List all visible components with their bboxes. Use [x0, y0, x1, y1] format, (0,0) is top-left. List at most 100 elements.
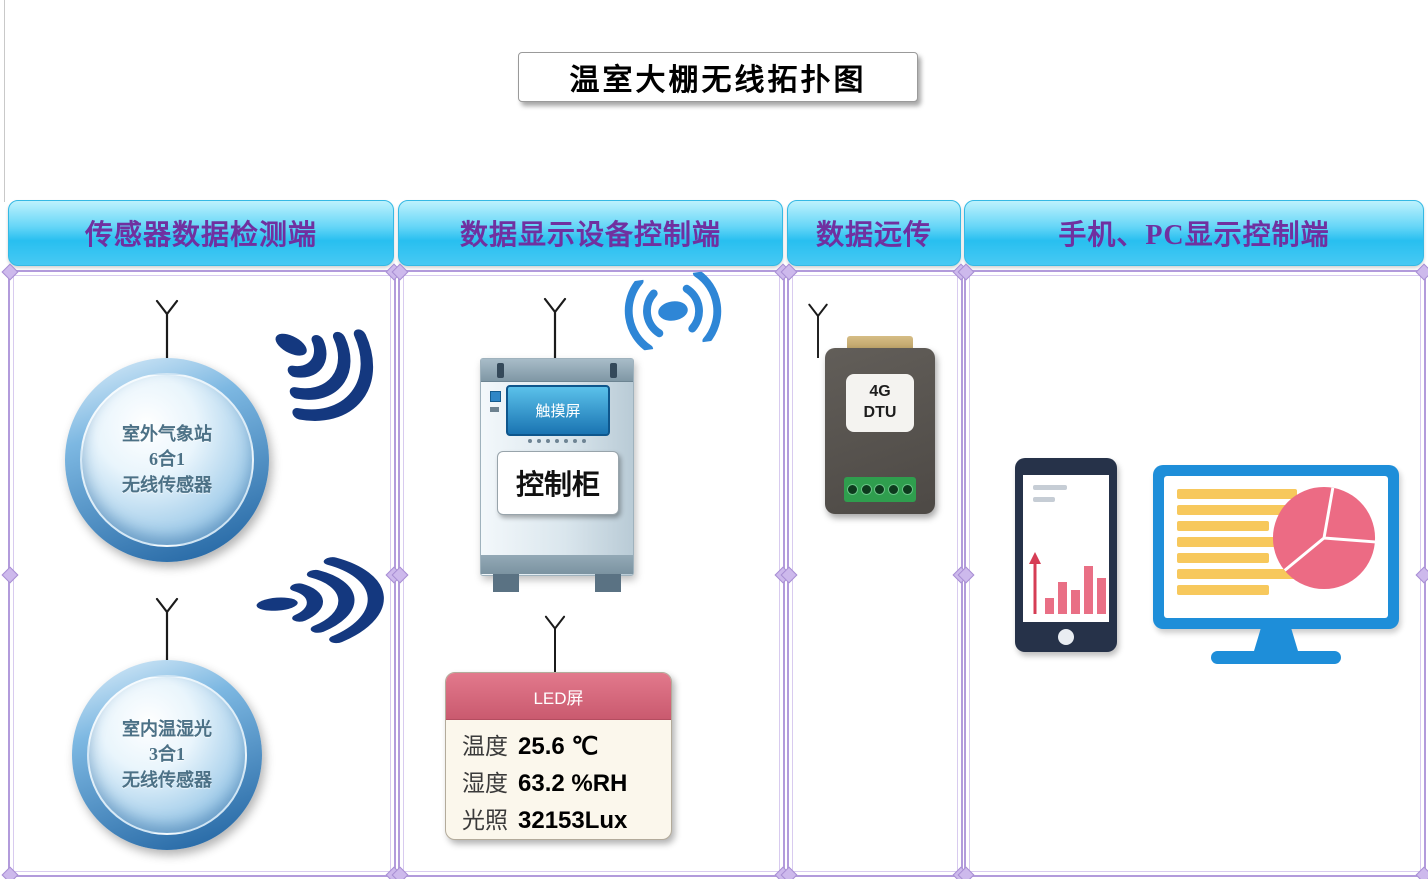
- cabinet-indicator: [490, 391, 501, 402]
- reading-value: 63.2 %RH: [518, 770, 628, 797]
- list-line: [1177, 553, 1269, 563]
- list-line: [1177, 585, 1269, 595]
- cabinet-top-strip: [481, 359, 633, 382]
- chart-bar: [1045, 598, 1054, 614]
- column-header-display: 数据显示设备控制端: [398, 200, 783, 266]
- indoor-sensor-node: 室内温湿光 3合1 无线传感器: [72, 660, 262, 850]
- terminal-pin: [888, 484, 900, 495]
- reading-label: 温度: [462, 734, 508, 759]
- terminal-pin: [846, 484, 858, 495]
- bar-chart-icon: [1045, 566, 1106, 614]
- page-edge-line: [4, 0, 5, 202]
- outdoor-weather-sensor-node: 室外气象站 6合1 无线传感器: [65, 358, 269, 562]
- sensor-line: 室外气象站: [122, 424, 212, 445]
- sensor-sphere-face: 室外气象站 6合1 无线传感器: [80, 373, 254, 547]
- vent-dot: [528, 439, 532, 443]
- column-header-sensor: 传感器数据检测端: [8, 200, 394, 266]
- touch-screen: 触摸屏: [506, 385, 610, 436]
- led-reading-row: 湿度 63.2 %RH: [462, 764, 671, 801]
- sensor-line: 3合1: [149, 744, 185, 765]
- list-line: [1177, 489, 1297, 499]
- reading-value: 25.6 ℃: [518, 733, 599, 760]
- frame-ornament-diamond: [1415, 566, 1428, 583]
- pie-chart-icon: [1272, 486, 1376, 590]
- vent-dot: [573, 439, 577, 443]
- pc-monitor: [1153, 465, 1399, 629]
- vent-dot: [564, 439, 568, 443]
- terminal-pin: [874, 484, 886, 495]
- antenna-icon: [543, 297, 567, 360]
- pc-monitor-screen: [1164, 476, 1388, 618]
- cabinet-name-plate: 控制柜: [497, 451, 619, 515]
- monitor-stand: [1254, 629, 1298, 651]
- column-header-client: 手机、PC显示控制端: [964, 200, 1424, 266]
- list-line: [1177, 505, 1297, 515]
- vent-dot: [546, 439, 550, 443]
- antenna-icon: [155, 299, 179, 362]
- led-reading-row: 光照 32153Lux: [462, 801, 671, 838]
- dtu-label-line: 4G: [869, 383, 891, 401]
- list-line: [1177, 537, 1297, 547]
- touch-screen-label: 触摸屏: [535, 404, 581, 420]
- column-header-remote: 数据远传: [787, 200, 961, 266]
- control-cabinet: 触摸屏 控制柜: [480, 358, 634, 592]
- vent-dot: [555, 439, 559, 443]
- cabinet-bottom-strip: [481, 555, 633, 574]
- reading-value: 32153Lux: [518, 807, 628, 834]
- led-panel-body: 温度 25.6 ℃ 湿度 63.2 %RH 光照 32153Lux: [446, 720, 671, 838]
- cabinet-foot: [595, 574, 621, 592]
- diagram-title: 温室大棚无线拓扑图: [569, 64, 867, 97]
- frame-ornament-diamond: [1, 866, 19, 879]
- antenna-icon: [544, 615, 566, 672]
- sensor-sphere-face: 室内温湿光 3合1 无线传感器: [87, 675, 247, 835]
- vent-dot: [537, 439, 541, 443]
- column-header-display-label: 数据显示设备控制端: [459, 220, 721, 251]
- vent-dot: [582, 439, 586, 443]
- frame-ornament-diamond: [1415, 866, 1428, 879]
- antenna-icon: [155, 597, 179, 660]
- terminal-pin: [860, 484, 872, 495]
- smartphone-screen: [1023, 475, 1109, 622]
- terminal-pin: [902, 484, 914, 495]
- monitor-base: [1211, 651, 1341, 664]
- up-arrow-icon: [1029, 552, 1041, 614]
- sensor-line: 6合1: [149, 449, 185, 470]
- sensor-line: 无线传感器: [122, 769, 212, 790]
- frame-ornament-diamond: [1, 263, 19, 281]
- led-panel-title: LED屏: [533, 688, 584, 708]
- smartphone: [1015, 458, 1117, 652]
- dtu-device: 4G DTU: [825, 336, 935, 514]
- list-line: [1177, 569, 1297, 579]
- radio-waves-icon: [275, 329, 374, 421]
- chart-bar: [1097, 578, 1106, 614]
- cabinet-foot: [493, 574, 519, 592]
- text-line-placeholder: [1033, 497, 1055, 502]
- frame-ornament-diamond: [1, 566, 19, 583]
- indoor-sensor-label: 室内温湿光 3合1 无线传感器: [89, 677, 245, 833]
- dtu-label-line: DTU: [863, 404, 897, 421]
- list-lines-icon: [1177, 489, 1297, 595]
- cabinet-bolt: [610, 363, 617, 378]
- panel-remote-column: 4G DTU: [780, 263, 970, 879]
- reading-label: 湿度: [462, 771, 508, 796]
- panel-client-column: [957, 263, 1428, 879]
- cabinet-name-label: 控制柜: [515, 470, 600, 501]
- sensor-line: 无线传感器: [122, 474, 212, 495]
- wifi-signal-icon: [624, 269, 722, 353]
- dtu-terminal-block: [844, 477, 916, 502]
- reading-label: 光照: [462, 808, 508, 833]
- radio-waves-icon: [256, 557, 384, 644]
- chart-bar: [1058, 582, 1067, 614]
- column-header-sensor-label: 传感器数据检测端: [84, 220, 317, 251]
- antenna-icon: [808, 303, 828, 358]
- cabinet-bolt: [497, 363, 504, 378]
- led-panel-header: LED屏: [446, 673, 671, 720]
- sensor-line: 室内温湿光: [122, 719, 212, 740]
- dtu-name-plate: 4G DTU: [846, 374, 914, 432]
- panel-sensor-column: 室外气象站 6合1 无线传感器 室内温湿光 3合1 无线传感器: [1, 263, 403, 879]
- column-header-client-label: 手机、PC显示控制端: [1058, 220, 1330, 251]
- chart-bar: [1071, 590, 1080, 614]
- frame-ornament-diamond: [1415, 263, 1428, 281]
- chart-bar: [1084, 566, 1093, 614]
